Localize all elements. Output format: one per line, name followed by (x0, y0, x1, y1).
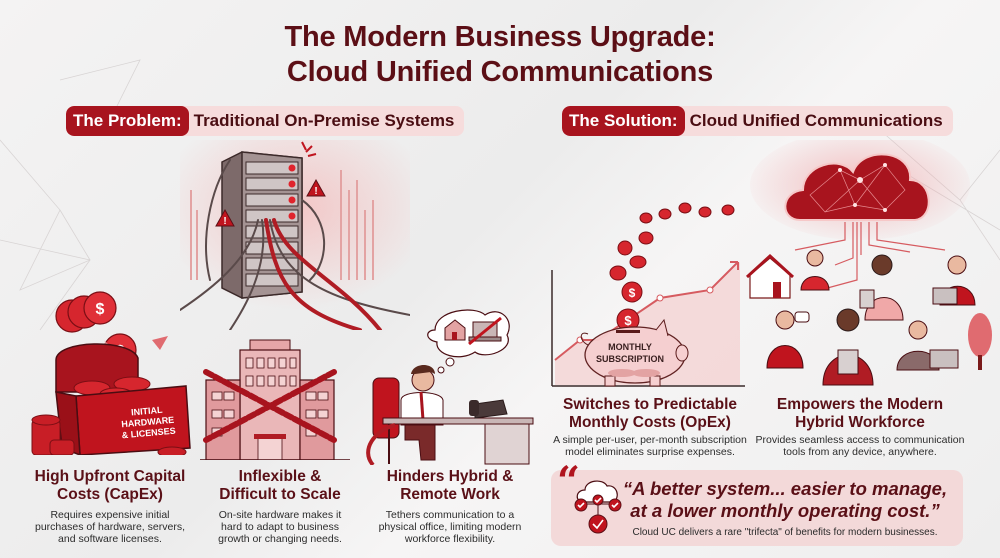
quote-text: “A better system... easier to manage, at… (622, 478, 948, 521)
chest-label-line-2: HARDWARE (121, 415, 175, 430)
desk-phone-icon (469, 399, 508, 419)
page-title: The Modern Business Upgrade: Cloud Unifi… (0, 20, 1000, 90)
piggy-label-line-2: SUBSCRIPTION (596, 354, 664, 364)
tree-icon (968, 313, 992, 370)
chest-label-line-3: & LICENSES (121, 426, 176, 441)
card-desc-workforce: Provides seamless access to communicatio… (755, 434, 965, 458)
solution-heading: Cloud Unified Communications (689, 111, 943, 130)
problem-section-header: The Problem: Traditional On-Premise Syst… (66, 106, 465, 136)
worker-figure (766, 310, 810, 369)
quote-mark-icon: “ (557, 458, 581, 505)
chained-building-illustration (200, 339, 350, 460)
solution-section-header: The Solution: Cloud Unified Communicatio… (562, 106, 953, 136)
quote-subtext: Cloud UC delivers a rare "trifecta" of b… (632, 527, 938, 538)
card-title-scale: Inflexible &Difficult to Scale (219, 468, 341, 503)
cloud-checkmarks-icon (574, 480, 622, 534)
worker-figure (896, 320, 959, 371)
svg-text:!: ! (223, 216, 226, 227)
solution-tag: The Solution: (562, 106, 685, 136)
treasure-chest-illustration: $$ INITIAL HARDWARE & LICENSES (31, 291, 191, 455)
worker-figure (859, 254, 904, 321)
svg-text:$: $ (96, 301, 105, 318)
home-icon (444, 319, 466, 341)
server-rack-illustration: ! ! (180, 140, 410, 330)
piggy-bank-illustration: $ $ MONTHLY SUBSCRIPTION (551, 202, 745, 387)
house-icon (745, 253, 795, 299)
cloud-workforce-illustration (745, 140, 992, 386)
svg-text:$: $ (624, 313, 632, 328)
card-desc-opex: A simple per-user, per-month subscriptio… (553, 434, 747, 458)
worker-figure (932, 255, 976, 306)
problem-tag: The Problem: (66, 106, 189, 136)
problem-heading: Traditional On-Premise Systems (193, 111, 455, 130)
title-line-2: Cloud Unified Communications (286, 56, 714, 88)
title-line-1: The Modern Business Upgrade: (284, 21, 716, 53)
piggy-label-line-1: MONTHLY (608, 342, 652, 352)
worker-figure (822, 308, 874, 386)
worker-figure (800, 249, 830, 291)
chest-label-line-1: INITIAL (131, 405, 164, 418)
svg-text:$: $ (629, 286, 636, 300)
svg-text:!: ! (314, 186, 317, 197)
card-title-hybrid: Hinders Hybrid &Remote Work (386, 468, 514, 503)
office-worker-illustration (366, 309, 534, 465)
cloud-icon (784, 153, 930, 221)
